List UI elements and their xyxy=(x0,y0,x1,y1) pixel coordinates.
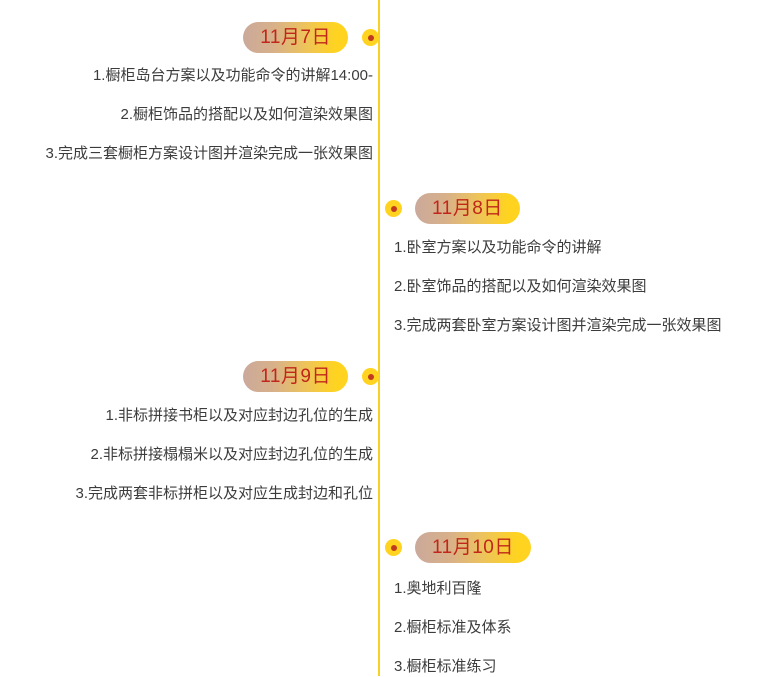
timeline-content-line: 3.完成两套非标拼柜以及对应生成封边和孔位 xyxy=(75,483,373,505)
timeline-marker-dot xyxy=(362,368,379,385)
timeline-date-badge[interactable]: 11月9日 xyxy=(243,361,348,392)
timeline-item-content: 1.橱柜岛台方案以及功能命令的讲解14:00- 2.橱柜饰品的搭配以及如何渲染效… xyxy=(45,65,373,164)
timeline-content-line: 2.橱柜饰品的搭配以及如何渲染效果图 xyxy=(45,104,373,126)
timeline-marker-dot xyxy=(385,200,402,217)
timeline-content-line: 3.完成三套橱柜方案设计图并渲染完成一张效果图 xyxy=(45,143,373,165)
timeline-date-badge[interactable]: 11月10日 xyxy=(415,532,531,563)
timeline-item-content: 1.卧室方案以及功能命令的讲解 2.卧室饰品的搭配以及如何渲染效果图 3.完成两… xyxy=(394,237,722,336)
timeline-date-badge[interactable]: 11月7日 xyxy=(243,22,348,53)
timeline-content-line: 1.非标拼接书柜以及对应封边孔位的生成 xyxy=(75,405,373,427)
timeline-item-content: 1.奥地利百隆 2.橱柜标准及体系 3.橱柜标准练习 xyxy=(394,578,512,677)
timeline-content-line: 1.橱柜岛台方案以及功能命令的讲解14:00- xyxy=(45,65,373,87)
timeline-item-content: 1.非标拼接书柜以及对应封边孔位的生成 2.非标拼接榻榻米以及对应封边孔位的生成… xyxy=(75,405,373,504)
timeline-spine xyxy=(378,0,380,676)
timeline-content-line: 2.非标拼接榻榻米以及对应封边孔位的生成 xyxy=(75,444,373,466)
timeline-content-line: 1.卧室方案以及功能命令的讲解 xyxy=(394,237,722,259)
timeline-content-line: 2.卧室饰品的搭配以及如何渲染效果图 xyxy=(394,276,722,298)
timeline-content-line: 3.完成两套卧室方案设计图并渲染完成一张效果图 xyxy=(394,315,722,337)
timeline-marker-dot xyxy=(362,29,379,46)
timeline-date-badge[interactable]: 11月8日 xyxy=(415,193,520,224)
timeline-marker-dot xyxy=(385,539,402,556)
timeline-content-line: 3.橱柜标准练习 xyxy=(394,656,512,677)
timeline-content-line: 2.橱柜标准及体系 xyxy=(394,617,512,639)
timeline-content-line: 1.奥地利百隆 xyxy=(394,578,512,600)
